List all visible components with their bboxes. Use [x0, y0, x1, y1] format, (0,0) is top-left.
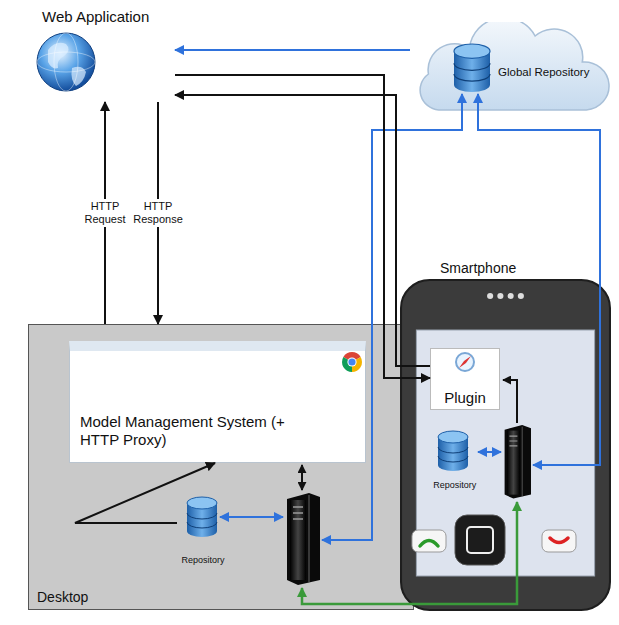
process-box: Model Management System (+ HTTP Proxy) — [69, 341, 366, 463]
speaker-dot — [518, 293, 524, 299]
server-icon — [507, 431, 520, 495]
browser-icon — [342, 352, 362, 372]
node-label: Smartphone — [440, 260, 611, 276]
globe-icon — [37, 52, 95, 72]
edge-label: HTTP Response — [131, 199, 185, 226]
globe-icon — [48, 43, 69, 69]
node-label: Repository — [181, 555, 224, 565]
node-label: Global Repository — [498, 66, 611, 78]
node-label: Model Management System (+ HTTP Proxy) — [80, 413, 320, 449]
data-line — [301, 465, 303, 490]
node-label: Desktop — [37, 589, 413, 605]
globe-icon — [54, 33, 78, 91]
node-label: Web Application — [42, 8, 175, 25]
sync-line — [478, 94, 600, 465]
data-line — [503, 380, 517, 423]
repository-node: Repository — [430, 428, 480, 490]
speaker-dot — [508, 293, 514, 299]
server-icon — [509, 436, 517, 446]
server-icon — [522, 427, 523, 497]
phone-button — [412, 530, 446, 552]
database-icon — [187, 497, 217, 537]
peer-sync-line — [302, 502, 517, 604]
server-icon — [309, 495, 310, 582]
database-icon — [438, 447, 468, 462]
home-button — [455, 515, 505, 565]
server-icon — [293, 507, 303, 519]
phone-outline — [400, 256, 611, 612]
database-icon — [454, 51, 490, 92]
server-icon — [287, 493, 320, 585]
phone-button — [412, 530, 446, 552]
peer-sync-line — [302, 502, 517, 604]
database-icon — [187, 497, 217, 509]
connector — [175, 49, 410, 51]
web-application: Web Application — [38, 6, 175, 102]
repository-node: Repository — [177, 495, 229, 565]
database-icon — [454, 63, 490, 81]
database-icon — [438, 431, 468, 471]
browser-icon — [352, 357, 362, 372]
edge-label: HTTP Request — [83, 199, 128, 226]
database-icon — [454, 44, 490, 92]
speaker-dot — [497, 293, 503, 299]
compass-icon — [456, 353, 474, 371]
compass-icon — [456, 353, 474, 371]
phone-screen — [416, 330, 594, 576]
browser-icon — [347, 357, 356, 366]
phone-body — [401, 280, 610, 610]
sync-line — [220, 516, 283, 518]
server-icon — [287, 493, 320, 585]
browser-icon — [342, 357, 352, 372]
desktop-box: Desktop Model Management System (+ HTTP P… — [28, 324, 414, 610]
database-icon — [438, 431, 468, 443]
plugin-box: Plugin — [430, 348, 500, 410]
server-icon — [505, 425, 531, 499]
data-line — [302, 380, 517, 490]
globe-icon — [37, 33, 95, 91]
sync-line — [220, 94, 600, 540]
node-label: Repository — [433, 480, 476, 490]
server-icon — [290, 500, 306, 580]
node-label: Plugin — [444, 389, 486, 406]
connector — [175, 95, 430, 366]
speaker-dot — [487, 293, 493, 299]
smartphone: SmartphonePluginRepository — [400, 256, 611, 612]
database-icon — [187, 513, 217, 528]
globe-icon — [72, 67, 87, 86]
database-icon — [187, 503, 217, 537]
home-button — [455, 515, 505, 565]
database-icon — [438, 437, 468, 471]
browser-icon — [348, 358, 355, 365]
home-button — [467, 527, 493, 553]
connector — [75, 463, 215, 523]
connector — [175, 75, 430, 378]
server-icon — [505, 425, 531, 499]
phone-button — [542, 530, 576, 552]
phone-button — [420, 541, 438, 547]
globe-icon — [37, 33, 95, 91]
database-icon — [454, 44, 490, 58]
compass-icon — [459, 356, 471, 368]
cloud-repository: Global Repository — [410, 22, 611, 118]
sync-line — [478, 451, 501, 453]
edge-label-box: HTTP Response — [131, 199, 185, 226]
phone-button — [542, 530, 576, 552]
sync-line — [322, 94, 462, 540]
phone-button — [550, 538, 568, 543]
browser-icon — [343, 352, 360, 362]
edge-label-box: HTTP Request — [83, 199, 128, 226]
